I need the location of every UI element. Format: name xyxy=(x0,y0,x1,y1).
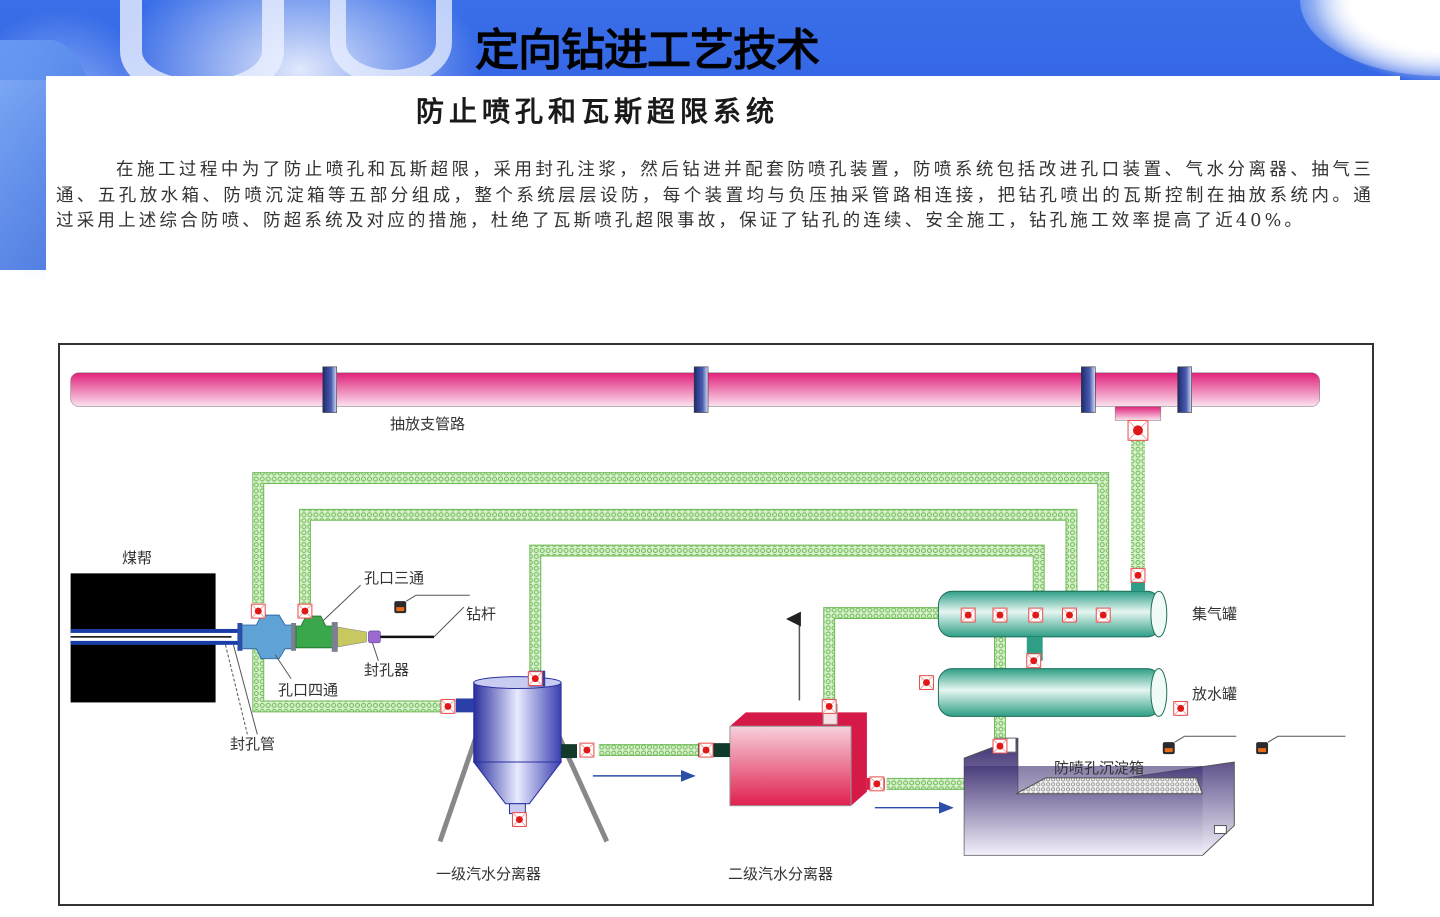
hole-cross-fitting xyxy=(240,614,294,660)
valve-icon xyxy=(1095,607,1111,623)
section-title: 防止喷孔和瓦斯超限系统 xyxy=(416,95,780,128)
valve-icon xyxy=(1026,653,1042,669)
valve-icon xyxy=(1130,567,1146,583)
leader-lines xyxy=(225,584,465,735)
drain-tank xyxy=(937,668,1162,717)
fitting-flange xyxy=(331,622,338,652)
label-hole-cross: 孔口四通 xyxy=(278,681,339,699)
valve-icon xyxy=(869,776,885,792)
settling-box xyxy=(963,737,1235,856)
pipe-flange xyxy=(322,366,338,413)
label-drain-tank: 放水罐 xyxy=(1192,685,1238,703)
pipe-tee xyxy=(1114,406,1162,421)
fitting-flange xyxy=(237,623,243,651)
pipe-flange xyxy=(1177,366,1192,413)
valve-icon xyxy=(1062,607,1077,623)
label-separator-1: 一级汽水分离器 xyxy=(436,865,542,883)
pipe-flange xyxy=(693,366,709,413)
valve-icon xyxy=(1028,607,1044,623)
label-gas-tank: 集气罐 xyxy=(1192,605,1238,623)
valve-icon xyxy=(527,671,543,687)
reducer xyxy=(337,626,367,648)
label-hole-tee: 孔口三通 xyxy=(364,569,425,587)
label-coal-wall: 煤帮 xyxy=(122,549,153,567)
gauge-icon xyxy=(394,594,470,614)
label-branch-pipe: 抽放支管路 xyxy=(390,415,466,433)
valve-icon xyxy=(250,603,266,619)
valve-icon xyxy=(698,742,714,758)
valve-icons xyxy=(250,419,1189,828)
label-separator-2: 二级汽水分离器 xyxy=(728,865,834,883)
valve-icon xyxy=(960,607,976,623)
sealer-device xyxy=(368,630,381,644)
valve-icon xyxy=(821,698,837,714)
fitting-flange xyxy=(291,623,297,651)
pipe-flange xyxy=(1081,366,1096,413)
hose-network xyxy=(252,440,1145,790)
description-paragraph: 在施工过程中为了防止喷孔和瓦斯超限，采用封孔注浆，然后钻进并配套防喷孔装置，防喷… xyxy=(56,160,1374,231)
hole-tee-fitting xyxy=(295,615,334,649)
valve-icon xyxy=(297,603,313,619)
system-diagram: 抽放支管路 煤帮 孔口三通 钻杆 封孔器 孔口四通 封孔管 集气罐 放水罐 防喷… xyxy=(58,343,1374,906)
label-seal-pipe: 封孔管 xyxy=(230,735,276,753)
valve-icon xyxy=(440,698,456,714)
valve-icon xyxy=(919,675,934,691)
label-drill-rod: 钻杆 xyxy=(466,605,497,623)
label-settling-box: 防喷孔沉淀箱 xyxy=(1054,759,1145,777)
decorative-ring xyxy=(330,0,452,86)
secondary-separator xyxy=(698,703,885,807)
label-sealer: 封孔器 xyxy=(364,661,410,679)
valve-icon xyxy=(992,738,1008,754)
valve-icon xyxy=(992,607,1008,623)
valve-icon xyxy=(579,742,595,758)
valve-icon xyxy=(1173,700,1189,716)
primary-separator xyxy=(437,670,610,843)
gauge-icon xyxy=(1162,735,1237,755)
valve-icon xyxy=(1127,419,1149,441)
diagram-canvas xyxy=(70,366,1346,856)
gauge-icon xyxy=(1256,735,1346,755)
page-title: 定向钻进工艺技术 xyxy=(475,25,820,76)
valve-icon xyxy=(511,812,527,828)
